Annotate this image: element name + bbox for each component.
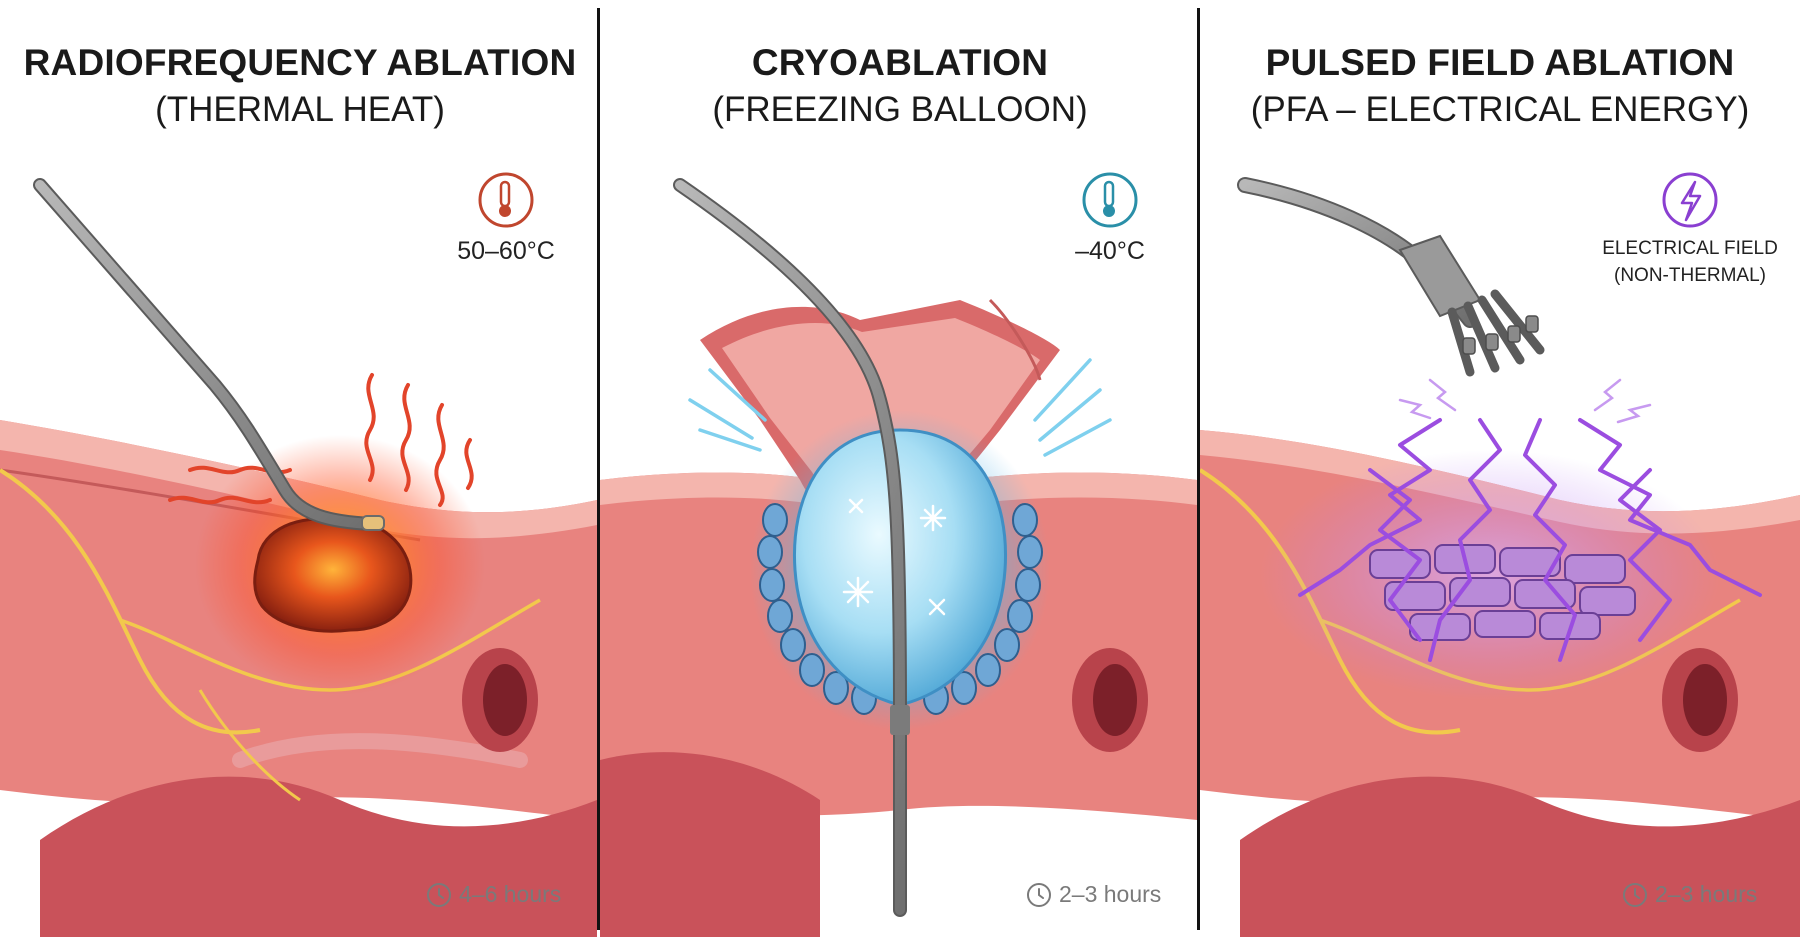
cryo-thermometer-icon: [1082, 172, 1138, 228]
cryo-temperature: –40°C: [1075, 237, 1145, 265]
pfa-duration-text: 2–3 hours: [1655, 881, 1758, 907]
clock-icon: [427, 882, 451, 907]
pfa-title: PULSED FIELD ABLATION: [1265, 42, 1735, 83]
cryo-duration: 2–3 hours: [1026, 881, 1161, 908]
rf-illustration: [0, 172, 597, 937]
pfa-field-label-line1: ELECTRICAL FIELD: [1602, 238, 1778, 259]
cryo-title: CRYOABLATION: [751, 42, 1049, 83]
rf-title: RADIOFREQUENCY ABLATION: [23, 42, 577, 83]
pfa-lightning-bolt-icon: [1662, 172, 1718, 228]
rf-duration-text: 4–6 hours: [459, 881, 562, 907]
rf-duration: 4–6 hours: [426, 881, 561, 908]
cryo-duration-text: 2–3 hours: [1059, 881, 1162, 907]
pfa-duration: 2–3 hours: [1622, 881, 1757, 908]
panel-divider: [597, 8, 600, 930]
cryo-subtitle: (FREEZING BALLOON): [712, 90, 1088, 129]
pfa-illustration: [1200, 172, 1800, 937]
cryo-illustration: [600, 172, 1197, 937]
pfa-field-label: ELECTRICAL FIELD (NON-THERMAL): [1580, 235, 1800, 289]
pfa-field-label-line2: (NON-THERMAL): [1614, 265, 1766, 286]
rf-temperature: 50–60°C: [457, 237, 555, 265]
panel-divider: [1197, 8, 1200, 930]
snowflake-icon: [842, 498, 947, 616]
rf-thermometer-icon: [478, 172, 534, 228]
clock-icon: [1623, 882, 1647, 907]
clock-icon: [1027, 882, 1051, 907]
pfa-subtitle: (PFA – ELECTRICAL ENERGY): [1250, 90, 1750, 129]
rf-subtitle: (THERMAL HEAT): [155, 90, 445, 129]
